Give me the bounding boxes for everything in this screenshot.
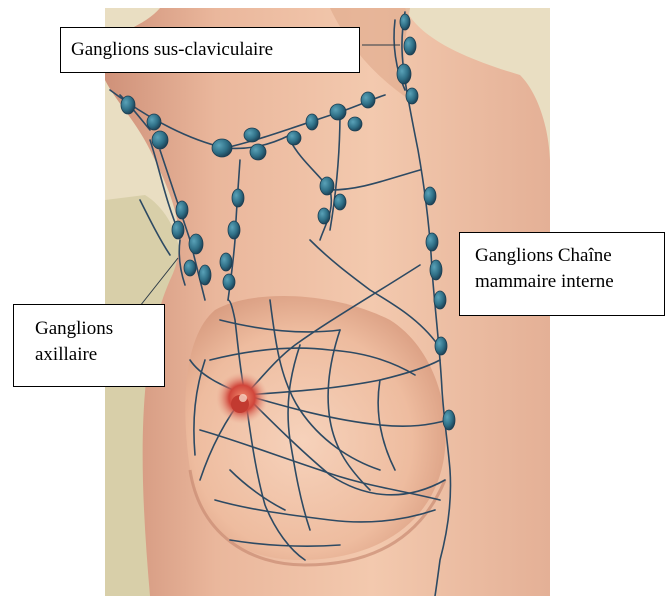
subclavian-node	[348, 117, 362, 131]
subclavian-node	[244, 128, 260, 142]
supraclavicular-node	[400, 14, 410, 30]
subclavian-node	[212, 139, 232, 157]
internal-mammary-node	[443, 410, 455, 430]
label-supraclavicular-nodes: Ganglions sus-claviculaire	[60, 27, 360, 73]
axillary-node	[223, 274, 235, 290]
label-supraclavicular-text: Ganglions sus-claviculaire	[71, 37, 359, 63]
axillary-node	[199, 265, 211, 285]
subclavian-node	[250, 144, 266, 160]
subclavian-node	[147, 114, 161, 130]
label-internal-line1: Ganglions Chaîne	[475, 243, 664, 269]
internal-mammary-node	[426, 233, 438, 251]
label-axillary-line1: Ganglions	[35, 316, 164, 342]
internal-mammary-node	[430, 260, 442, 280]
nipple-highlight	[239, 394, 247, 402]
breast	[185, 296, 445, 560]
axillary-node	[232, 189, 244, 207]
supraclavicular-node	[406, 88, 418, 104]
axillary-node	[228, 221, 240, 239]
subclavian-node	[287, 131, 301, 145]
internal-mammary-node	[435, 337, 447, 355]
axillary-node	[189, 234, 203, 254]
axillary-node	[318, 208, 330, 224]
axillary-node	[172, 221, 184, 239]
axillary-node	[320, 177, 334, 195]
label-axillary-nodes: Ganglions axillaire	[13, 304, 165, 387]
supraclavicular-node	[404, 37, 416, 55]
internal-mammary-node	[434, 291, 446, 309]
axillary-node	[334, 194, 346, 210]
label-axillary-line2: axillaire	[35, 342, 164, 368]
supraclavicular-node	[397, 64, 411, 84]
axillary-node	[184, 260, 196, 276]
subclavian-node	[306, 114, 318, 130]
subclavian-node	[121, 96, 135, 114]
axillary-node	[176, 201, 188, 219]
subclavian-node	[361, 92, 375, 108]
label-internal-mammary-nodes: Ganglions Chaîne mammaire interne	[459, 232, 665, 316]
label-internal-line2: mammaire interne	[475, 269, 664, 295]
internal-mammary-node	[424, 187, 436, 205]
subclavian-node	[330, 104, 346, 120]
axillary-node	[220, 253, 232, 271]
subclavian-node	[152, 131, 168, 149]
